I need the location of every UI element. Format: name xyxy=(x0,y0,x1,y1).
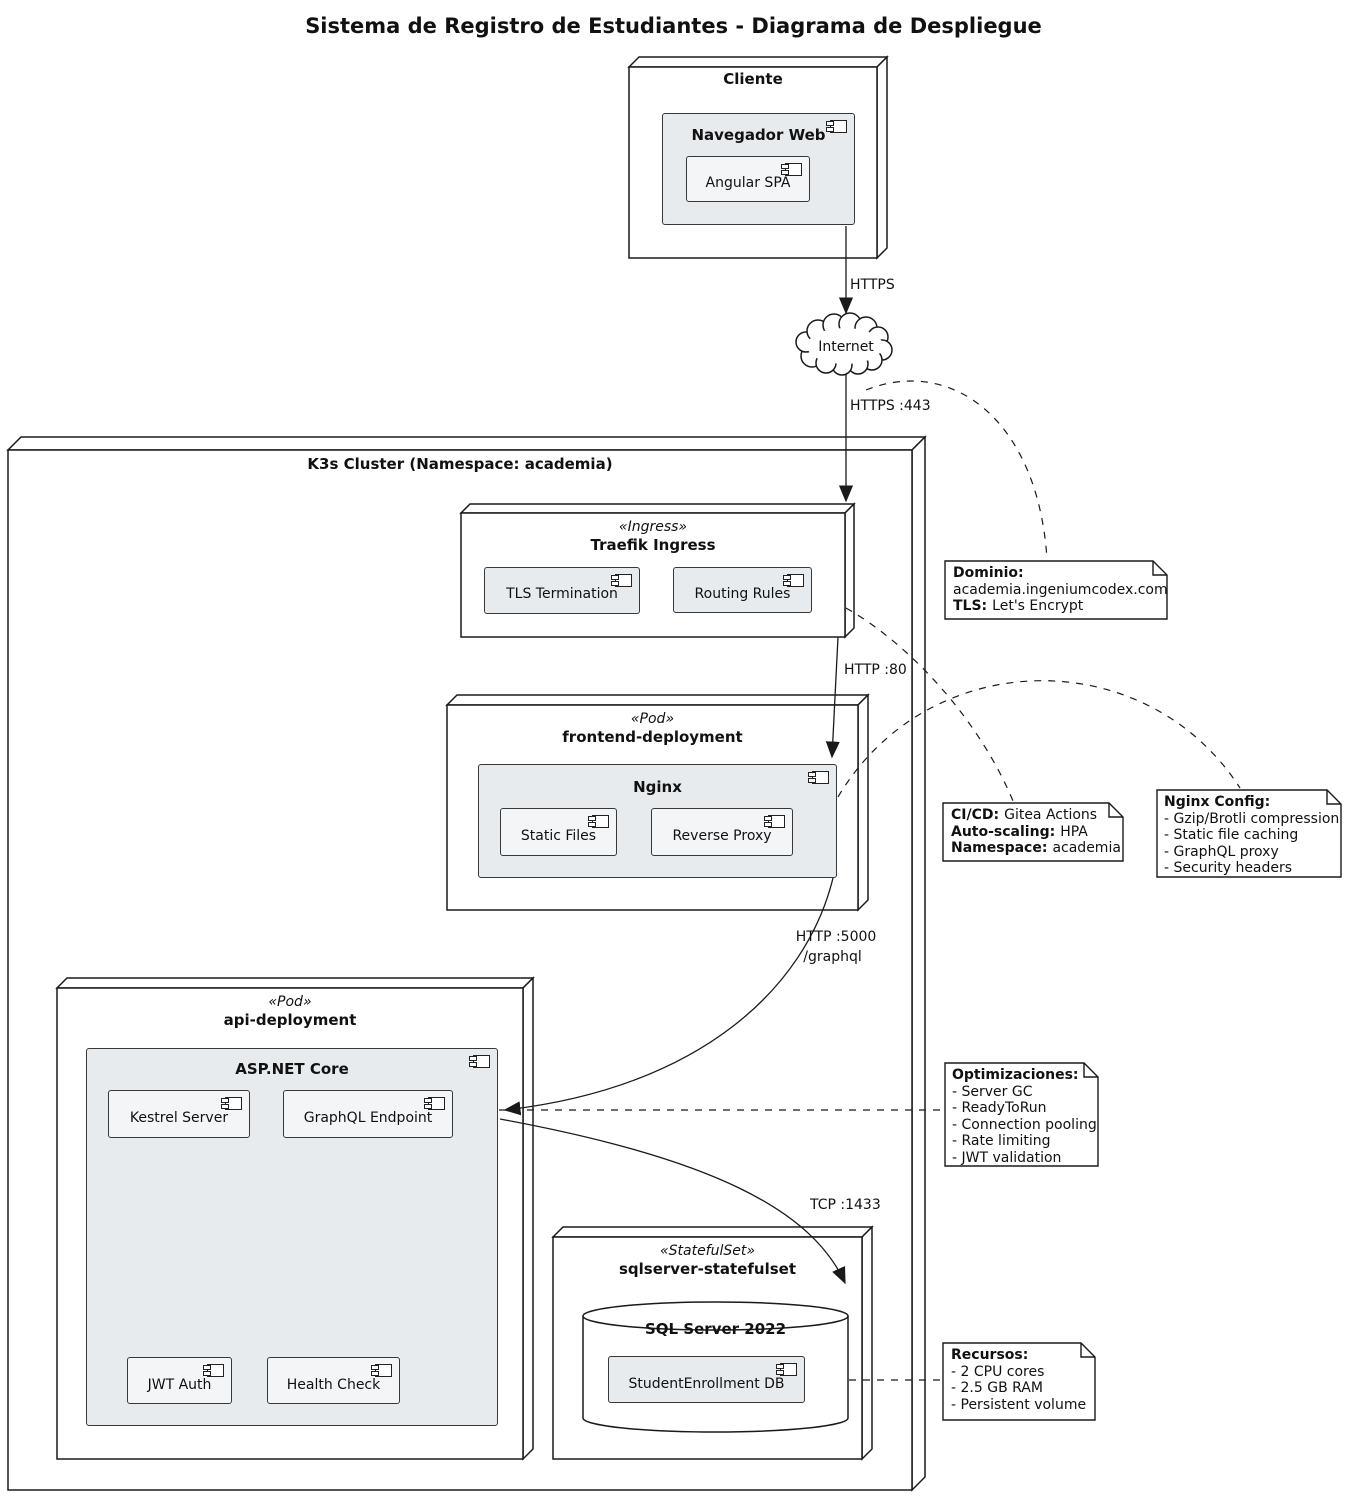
solid-edges xyxy=(499,226,854,1285)
api-stereotype: «Pod» xyxy=(268,994,312,1010)
edge-label-http-80: HTTP :80 xyxy=(844,662,907,678)
edge-label-https: HTTPS xyxy=(850,277,895,293)
note-dominio-title: Dominio: xyxy=(953,565,1024,581)
note-optimizaciones-title: Optimizaciones: xyxy=(952,1067,1079,1083)
note-shapes xyxy=(942,560,1342,1421)
frontend-node-title: frontend-deployment xyxy=(562,728,743,746)
note-recursos-title: Recursos: xyxy=(951,1347,1029,1363)
note-dominio-domain: academia.ingeniumcodex.com xyxy=(953,581,1168,598)
sqlserver-stereotype: «StatefulSet» xyxy=(659,1243,756,1259)
note-cicd-row-label: CI/CD: xyxy=(951,807,1000,823)
note-item: - Static file caching xyxy=(1164,827,1299,843)
component-graphql-endpoint xyxy=(283,1090,453,1138)
sqlserver-node-title: sqlserver-statefulset xyxy=(618,1260,797,1278)
component-static-files xyxy=(500,808,617,856)
reverse-proxy-label: Reverse Proxy xyxy=(672,828,772,844)
k3s-cluster-title: K3s Cluster (Namespace: academia) xyxy=(307,455,613,473)
note-item: - 2.5 GB RAM xyxy=(951,1380,1043,1396)
note-connectors xyxy=(499,380,1241,1381)
component-reverse-proxy xyxy=(651,808,793,856)
note-item: - GraphQL proxy xyxy=(1164,843,1279,860)
component-angular-spa xyxy=(686,156,810,202)
note-dominio-tls-value: Let's Encrypt xyxy=(992,598,1084,614)
note-cicd-row-value: Gitea Actions xyxy=(1004,807,1098,823)
tls-termination-label: TLS Termination xyxy=(506,586,618,602)
internet-cloud xyxy=(795,312,893,376)
component-icon xyxy=(424,1097,445,1110)
component-icon xyxy=(764,815,785,828)
note-item: - Connection pooling xyxy=(952,1116,1097,1133)
note-item: - Security headers xyxy=(1164,860,1293,876)
note-item: - Rate limiting xyxy=(952,1133,1051,1149)
component-icon xyxy=(588,815,609,828)
student-db-label: StudentEnrollment DB xyxy=(628,1376,785,1392)
note-item: - Persistent volume xyxy=(951,1396,1087,1413)
note-cicd-row-label: Namespace: xyxy=(951,840,1048,856)
frontend-stereotype: «Pod» xyxy=(630,711,675,727)
edge-label-https-443: HTTPS :443 xyxy=(850,398,931,414)
component-kestrel-server xyxy=(108,1090,250,1138)
note-optimizaciones: Optimizaciones: - Server GC - ReadyToRun… xyxy=(952,1067,1097,1166)
note-item: - Server GC xyxy=(952,1083,1033,1100)
note-recursos: Recursos: - 2 CPU cores - 2.5 GB RAM - P… xyxy=(951,1347,1091,1413)
component-icon xyxy=(808,771,829,784)
component-routing-rules xyxy=(673,567,812,613)
note-item: - ReadyToRun xyxy=(952,1100,1047,1116)
health-check-label: Health Check xyxy=(286,1377,381,1393)
component-jwt-auth xyxy=(127,1357,232,1404)
static-files-label: Static Files xyxy=(520,828,597,844)
component-tls-termination xyxy=(484,567,640,614)
note-item: - JWT validation xyxy=(952,1149,1062,1166)
nginx-label: Nginx xyxy=(633,778,682,796)
note-nginx-config: Nginx Config: - Gzip/Brotli compression … xyxy=(1164,794,1340,877)
note-nginx-config-title: Nginx Config: xyxy=(1164,794,1271,810)
note-dominio-tls-label: TLS: xyxy=(953,598,988,614)
sql-server-label: SQL Server 2022 xyxy=(644,1320,787,1338)
diagram-title: Sistema de Registro de Estudiantes - Dia… xyxy=(305,14,1042,38)
component-icon xyxy=(203,1364,224,1377)
note-cicd-row-label: Auto-scaling: xyxy=(951,823,1056,840)
edge-label-graphql-path: /graphql xyxy=(803,949,862,965)
note-cicd-row-value: academia xyxy=(1052,840,1121,856)
note-item: - 2 CPU cores xyxy=(951,1363,1045,1380)
note-item: - Gzip/Brotli compression xyxy=(1164,810,1340,827)
note-dominio: Dominio: academia.ingeniumcodex.com TLS:… xyxy=(953,565,1168,615)
component-icon xyxy=(826,120,847,133)
jwt-auth-label: JWT Auth xyxy=(147,1377,212,1393)
component-icon xyxy=(469,1055,490,1068)
routing-rules-label: Routing Rules xyxy=(694,586,791,602)
component-icon xyxy=(221,1097,242,1110)
component-icon xyxy=(371,1364,392,1377)
angular-spa-label: Angular SPA xyxy=(705,175,791,191)
api-node-title: api-deployment xyxy=(223,1011,357,1029)
traefik-stereotype: «Ingress» xyxy=(618,519,688,535)
traefik-node-title: Traefik Ingress xyxy=(590,536,716,554)
component-icon xyxy=(611,574,632,587)
navegador-web-label: Navegador Web xyxy=(691,126,826,144)
internet-label: Internet xyxy=(818,339,874,355)
aspnet-core-label: ASP.NET Core xyxy=(235,1060,349,1078)
kestrel-server-label: Kestrel Server xyxy=(129,1110,229,1126)
component-icon xyxy=(781,163,802,176)
note-cicd: CI/CD:Gitea Actions Auto-scaling:HPA Nam… xyxy=(951,807,1121,857)
note-cicd-row-value: HPA xyxy=(1060,823,1088,840)
edge-label-http-5000: HTTP :5000 xyxy=(795,929,877,945)
edge-label-tcp-1433: TCP :1433 xyxy=(810,1197,881,1213)
component-student-db xyxy=(608,1356,805,1403)
component-icon xyxy=(776,1363,797,1376)
cliente-node-title: Cliente xyxy=(723,70,783,88)
component-icon xyxy=(783,574,804,587)
component-health-check xyxy=(267,1357,400,1404)
graphql-endpoint-label: GraphQL Endpoint xyxy=(303,1110,433,1126)
